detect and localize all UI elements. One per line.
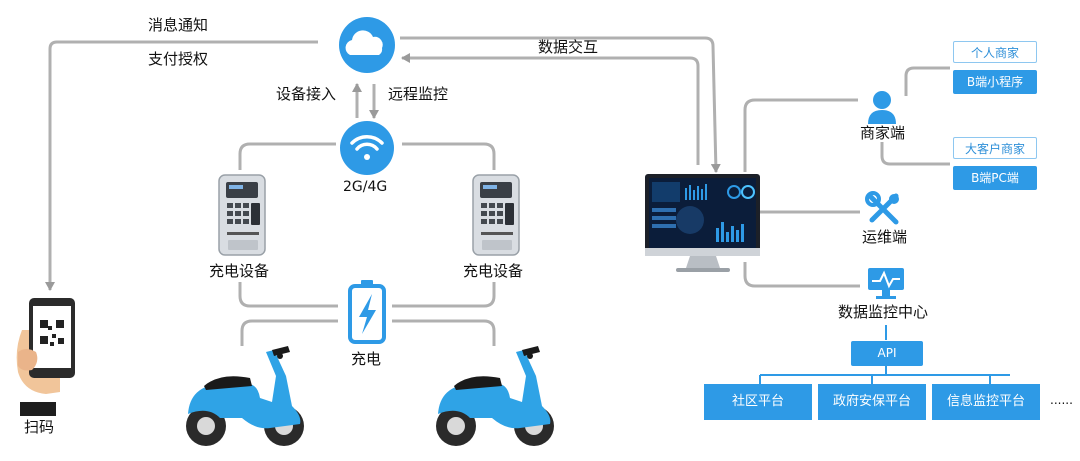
label-data-exchange: 数据交互 bbox=[538, 38, 599, 56]
line-monitor-to-data-center bbox=[743, 262, 860, 288]
api-lines bbox=[759, 325, 1010, 384]
line-wifi-to-left-charger bbox=[238, 142, 336, 170]
label-ops: 运维端 bbox=[862, 228, 908, 246]
label-charger-right: 充电设备 bbox=[463, 262, 524, 280]
platform-community: 社区平台 bbox=[704, 384, 812, 420]
line-merchant-to-tag-top bbox=[904, 66, 950, 96]
tag-mini-program: B端小程序 bbox=[953, 70, 1037, 94]
label-charging: 充电 bbox=[351, 350, 382, 368]
line-battery-to-right-scooter bbox=[392, 319, 496, 346]
tools-icon bbox=[865, 191, 899, 225]
label-charger-left: 充电设备 bbox=[209, 262, 270, 280]
battery-bolt-icon bbox=[348, 280, 386, 344]
platform-gov-security: 政府安保平台 bbox=[818, 384, 926, 420]
label-device-access: 设备接入 bbox=[276, 85, 337, 103]
line-merchant-to-tag-bottom bbox=[880, 142, 950, 166]
line-left-charger-to-battery bbox=[238, 282, 338, 308]
cloud-icon bbox=[339, 17, 395, 73]
line-wifi-to-right-charger bbox=[402, 142, 496, 170]
connector-lines bbox=[45, 36, 950, 346]
label-monitor-center: 数据监控中心 bbox=[838, 303, 929, 321]
tag-big-client: 大客户商家 bbox=[953, 137, 1037, 159]
arrow-monitor-to-cloud bbox=[401, 53, 700, 165]
label-merchant: 商家端 bbox=[860, 124, 906, 142]
scooter-icon-right bbox=[436, 346, 554, 446]
tag-personal-merchant: 个人商家 bbox=[953, 41, 1037, 63]
label-ellipsis: ...... bbox=[1050, 393, 1073, 407]
dashboard-monitor-icon bbox=[645, 174, 760, 272]
wifi-icon bbox=[340, 121, 394, 175]
phone-qr-icon bbox=[16, 298, 75, 416]
user-icon bbox=[868, 91, 896, 124]
label-msg-notify: 消息通知 bbox=[148, 16, 209, 34]
api-box: API bbox=[851, 341, 923, 366]
arrow-cloud-to-monitor bbox=[400, 36, 721, 173]
label-scan: 扫码 bbox=[24, 418, 55, 436]
arrow-cloud-to-phone bbox=[45, 40, 318, 291]
line-monitor-to-merchant bbox=[743, 98, 858, 172]
label-remote-monitor: 远程监控 bbox=[388, 85, 449, 103]
platform-info-monitor: 信息监控平台 bbox=[932, 384, 1040, 420]
monitor-chart-icon bbox=[868, 268, 904, 299]
line-battery-to-left-scooter bbox=[240, 319, 338, 346]
charger-device-icon-left bbox=[218, 174, 266, 256]
scooter-icon-left bbox=[186, 346, 304, 446]
line-right-charger-to-battery bbox=[392, 282, 496, 308]
label-network: 2G/4G bbox=[343, 179, 388, 195]
charger-device-icon-right bbox=[472, 174, 520, 256]
tag-pc: B端PC端 bbox=[953, 166, 1037, 190]
label-pay-auth: 支付授权 bbox=[148, 50, 209, 68]
